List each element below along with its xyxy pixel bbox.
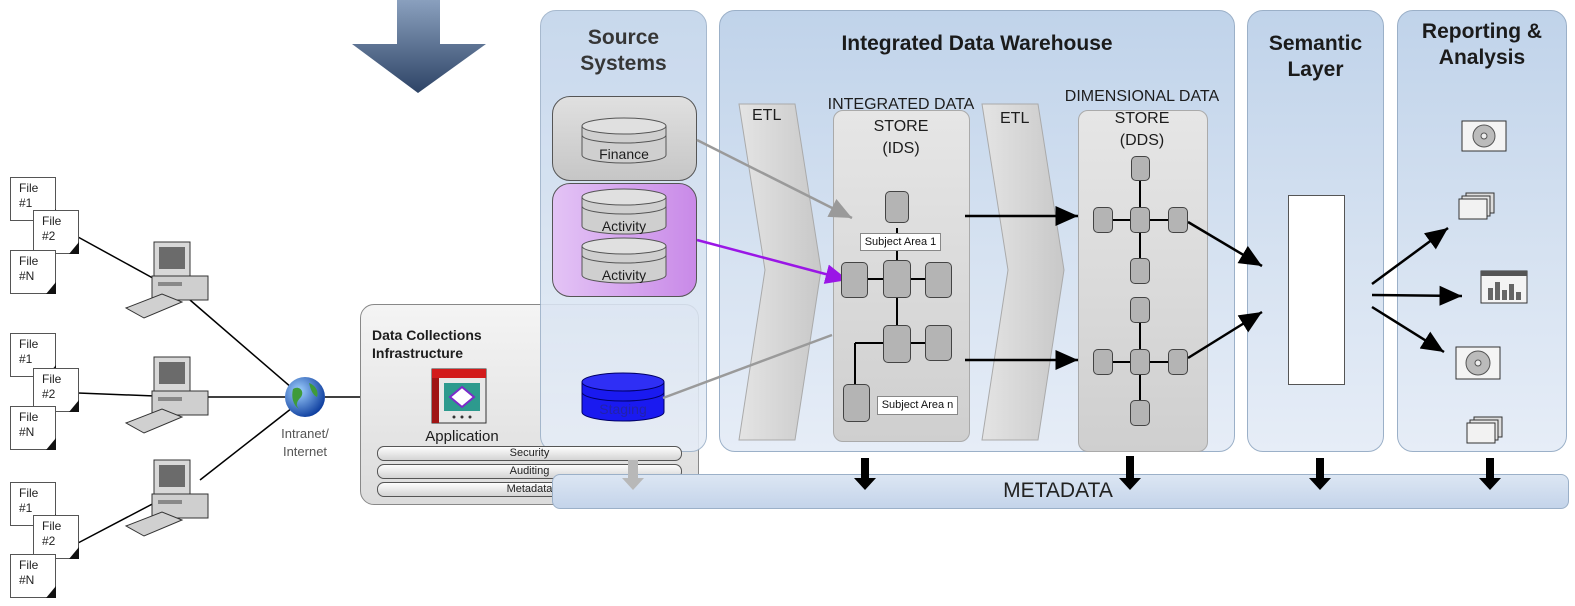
warehouse-title: Integrated Data Warehouse	[841, 32, 1113, 55]
etl-label-1: ETL	[752, 107, 782, 124]
activity-database-1	[581, 188, 667, 235]
activity-label-1: Activity	[601, 218, 647, 234]
semantic-layer-box	[1288, 195, 1345, 385]
dds-node	[1093, 349, 1113, 375]
file-1-group2: File #1	[10, 333, 56, 377]
ids-node	[885, 191, 909, 223]
subject-area-1-label: Subject Area 1	[860, 233, 941, 251]
metadata-bar	[552, 474, 1569, 509]
file-2-group3: File #2	[33, 515, 79, 559]
dds-node	[1130, 258, 1150, 284]
application-icon	[431, 368, 487, 424]
dds-node	[1130, 297, 1150, 323]
dds-node	[1168, 207, 1188, 233]
document-stack-icon	[1466, 416, 1503, 444]
subject-area-n-label: Subject Area n	[877, 396, 958, 415]
file-n-group1: File #N	[10, 250, 56, 294]
staging-down-arrow	[622, 460, 644, 490]
ids-node	[883, 260, 911, 298]
ids-node	[843, 384, 870, 422]
file-2-group2: File #2	[33, 368, 79, 412]
ids-title: INTEGRATED DATA STORE (IDS)	[827, 96, 975, 157]
bar-chart-report-icon	[1480, 270, 1528, 304]
disc-report-icon	[1461, 120, 1507, 152]
file-n-group2: File #N	[10, 406, 56, 450]
ids-node	[841, 262, 868, 298]
metadata-down-arrows	[854, 456, 1501, 490]
activity-label-2: Activity	[601, 267, 647, 283]
etl-chevron-1	[738, 103, 822, 441]
file-n-group3: File #N	[10, 554, 56, 598]
computer-icon	[124, 459, 209, 537]
flow-down-arrow	[352, 0, 486, 93]
computer-icon	[124, 356, 209, 434]
dds-node	[1130, 349, 1150, 375]
document-stack-icon	[1458, 192, 1495, 220]
finance-label: Finance	[599, 146, 649, 162]
dds-node	[1130, 207, 1150, 233]
ids-node	[883, 325, 911, 363]
etl-label-2: ETL	[1000, 110, 1030, 127]
dds-node	[1131, 156, 1150, 181]
dds-node	[1130, 400, 1150, 426]
computer-icon	[124, 241, 209, 319]
activity-database-2	[581, 237, 667, 284]
dds-node	[1168, 349, 1188, 375]
data-collections-title: Data Collections Infrastructure	[372, 327, 482, 361]
dds-title: DIMENSIONAL DATA STORE (DDS)	[1064, 88, 1220, 149]
security-strip: Security	[377, 446, 682, 461]
network-label: Intranet/ Internet	[281, 426, 329, 459]
globe-icon	[285, 377, 325, 417]
semantic-title: Semantic Layer	[1268, 32, 1363, 81]
application-label: Application	[425, 428, 499, 445]
ids-node	[925, 325, 952, 361]
etl-chevron-2	[981, 103, 1065, 441]
metadata-label: METADATA	[1003, 479, 1113, 502]
source-systems-title: Source Systems	[580, 26, 667, 75]
finance-database	[581, 117, 667, 164]
dds-node	[1093, 207, 1113, 233]
reporting-title: Reporting & Analysis	[1421, 20, 1543, 69]
ids-node	[925, 262, 952, 298]
staging-database	[581, 372, 665, 422]
file-2-group1: File #2	[33, 210, 79, 254]
disc-report-icon	[1455, 346, 1501, 380]
staging-label: Staging	[599, 401, 647, 417]
